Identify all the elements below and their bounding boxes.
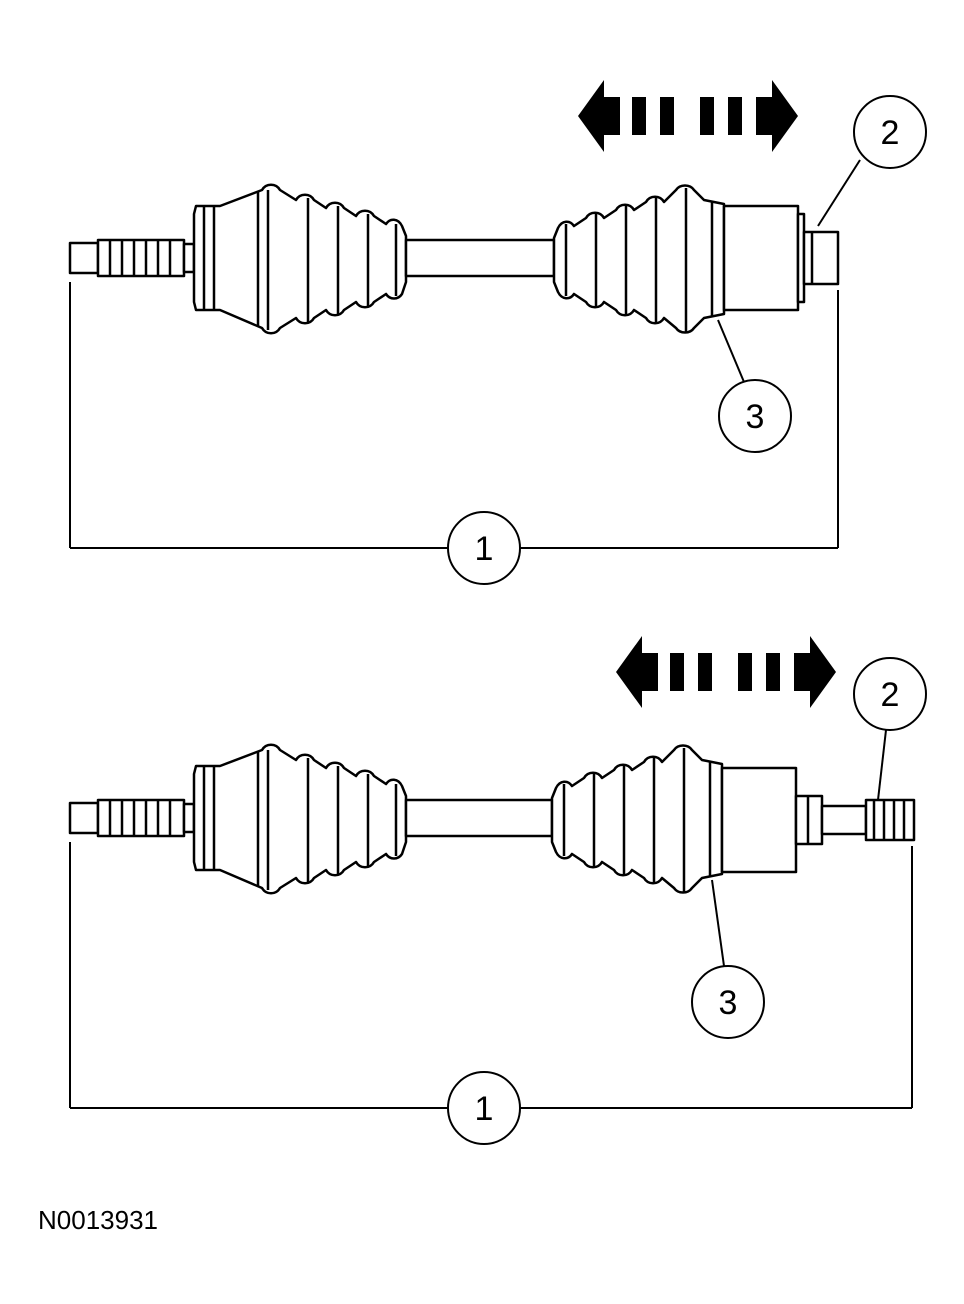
left-spline-shaft <box>68 798 196 838</box>
callout-label: 2 <box>881 676 900 714</box>
callout-overall-length: 1 <box>447 511 521 585</box>
double-arrow-icon <box>616 636 836 708</box>
inner-cv-boot <box>550 744 724 894</box>
callout-label: 3 <box>746 398 765 436</box>
double-arrow-icon <box>578 80 798 152</box>
callout-stub-shaft: 2 <box>853 657 927 731</box>
callout-label: 3 <box>719 984 738 1022</box>
inner-joint-housing <box>720 766 916 874</box>
halfshaft-top-view: 1 2 3 <box>68 80 927 585</box>
overall-length-dimension <box>69 282 839 549</box>
left-spline-shaft <box>68 238 196 278</box>
callout-label: 1 <box>475 530 494 568</box>
inner-joint-housing <box>722 204 840 312</box>
overall-length-dimension <box>69 842 913 1109</box>
outer-cv-boot <box>192 183 408 335</box>
inner-cv-boot <box>552 184 726 334</box>
callout-overall-length: 1 <box>447 1071 521 1145</box>
center-shaft <box>404 238 556 278</box>
callout-inner-joint: 3 <box>691 965 765 1039</box>
callout-inner-joint: 3 <box>718 379 792 453</box>
figure-id: N0013931 <box>38 1205 158 1235</box>
leader-lines <box>711 729 887 967</box>
halfshaft-bottom-view: 1 2 3 <box>68 636 927 1145</box>
callout-label: 2 <box>881 114 900 152</box>
outer-cv-boot <box>192 743 408 895</box>
center-shaft <box>404 798 554 838</box>
callout-label: 1 <box>475 1090 494 1128</box>
callout-stub-shaft: 2 <box>853 95 927 169</box>
leader-lines <box>717 159 861 383</box>
